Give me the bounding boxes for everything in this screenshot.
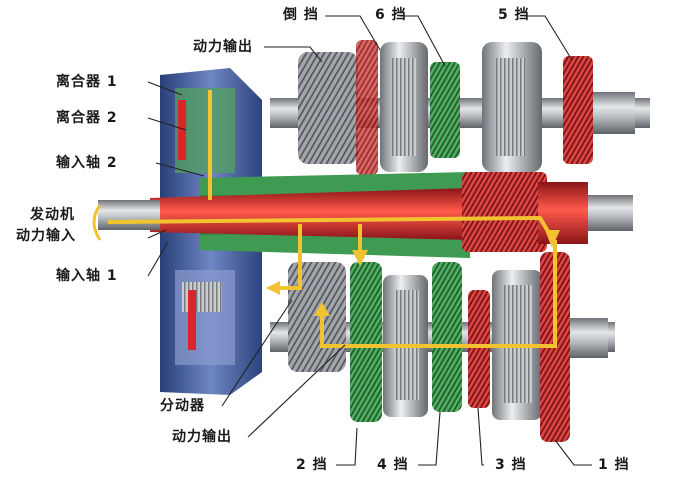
reverse-gear-ring [356, 40, 378, 175]
label-differential: 分动器 [160, 398, 205, 414]
label-engine-input-line2: 动力输入 [16, 228, 76, 244]
main-shaft-red-end [538, 182, 588, 244]
gear-4-green [432, 262, 462, 412]
label-clutch-2: 离合器 2 [56, 110, 118, 126]
label-gear-2: 2 挡 [296, 457, 328, 473]
label-clutch-1: 离合器 1 [56, 74, 118, 90]
flow-arrow-head-1 [545, 230, 560, 248]
gear-5-sync-splines [496, 58, 526, 156]
label-gear-3: 3 挡 [495, 457, 527, 473]
label-engine-input-line1: 发动机 [30, 207, 75, 223]
lower-shaft-end [570, 318, 608, 358]
flow-arrow-head-2 [352, 250, 368, 266]
gear-1-drive-cluster [462, 172, 547, 252]
clutch-1-plate [178, 100, 186, 160]
input-shaft-1-body [150, 188, 470, 240]
main-shaft-steel-end [588, 195, 633, 231]
reverse-gear-large [298, 52, 358, 164]
gear-6-sync-splines [392, 58, 416, 156]
label-reverse-gear: 倒 挡 [283, 7, 319, 23]
label-input-shaft-1: 输入轴 1 [56, 268, 118, 284]
engine-input-shaft [98, 200, 160, 230]
leader-lines [147, 15, 592, 466]
label-gear-6: 6 挡 [375, 7, 407, 23]
gear-6-green [430, 62, 460, 158]
label-gear-5: 5 挡 [498, 7, 530, 23]
label-gear-1: 1 挡 [598, 457, 630, 473]
label-gear-4: 4 挡 [377, 457, 409, 473]
label-power-output-bottom: 动力输出 [172, 429, 232, 445]
engine-rotation-arrow [92, 204, 102, 241]
label-power-output-top: 动力输出 [193, 39, 253, 55]
label-input-shaft-2: 输入轴 2 [56, 155, 118, 171]
clutch-lower-red [188, 290, 196, 350]
flow-arrow-head-3 [314, 302, 330, 316]
gear-2-green [350, 262, 382, 422]
gear-3-red [468, 290, 490, 408]
transfer-gear [288, 262, 346, 372]
upper-shaft-end [593, 92, 635, 134]
flow-arrow-head-4 [266, 281, 280, 295]
gear-5-red [563, 56, 593, 164]
